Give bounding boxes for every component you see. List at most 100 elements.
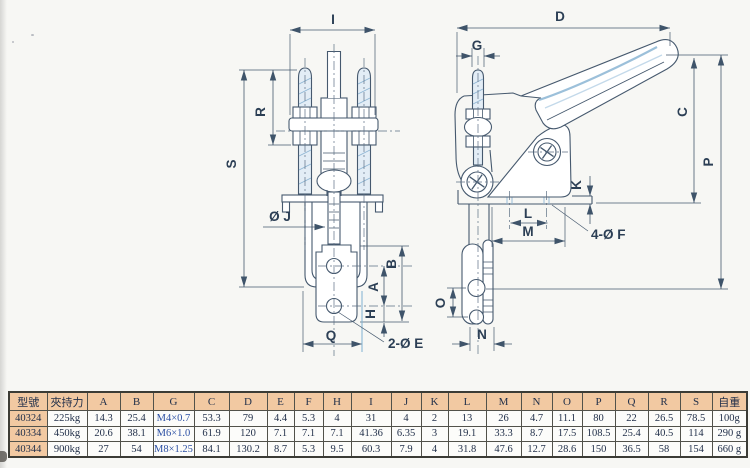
cell: 38.1 <box>119 425 154 443</box>
dim-label-B: B <box>384 259 399 269</box>
cell: 4.4 <box>266 410 295 427</box>
cell: 130.2 <box>228 441 268 458</box>
cell: 150 <box>581 441 616 458</box>
cell: 7.1 <box>322 425 352 443</box>
cell: 8.7 <box>520 425 553 443</box>
cell: 14.3 <box>86 410 121 427</box>
cell: 41.36 <box>350 425 392 443</box>
cell: 25.4 <box>119 410 154 427</box>
dim-label-C: C <box>675 107 690 117</box>
cell: 36.5 <box>614 441 649 458</box>
cell: 25.4 <box>614 425 649 443</box>
cell: 5.3 <box>293 441 324 458</box>
header-F: F <box>293 391 324 411</box>
cell: 31 <box>350 410 392 427</box>
cell: 19.1 <box>447 425 487 443</box>
front-view: I S R Ø J B A H Q 2-Ø E <box>224 12 423 356</box>
cell: 11.1 <box>551 410 583 427</box>
header-I: I <box>350 391 392 411</box>
cell: 7.1 <box>266 425 295 443</box>
cell: 120 <box>228 425 268 443</box>
cell: 225kg <box>46 410 88 427</box>
header-model: 型號 <box>8 391 48 411</box>
cell: 108.5 <box>581 425 616 443</box>
scan-corner-mark <box>0 451 7 462</box>
cell: 78.5 <box>679 410 713 427</box>
header-S: S <box>679 391 713 411</box>
cell: 47.6 <box>485 441 522 458</box>
header-O: O <box>551 391 583 411</box>
cell: 40344 <box>8 441 48 458</box>
cell: 40334 <box>8 425 48 443</box>
cell: 26.5 <box>647 410 681 427</box>
cell: 22 <box>614 410 649 427</box>
cell: 20.6 <box>86 425 121 443</box>
header-J: J <box>390 391 422 411</box>
cell: 31.8 <box>447 441 487 458</box>
header-P: P <box>581 391 616 411</box>
side-view: D G C P K L M 4-Ø F O N <box>433 9 728 356</box>
header-K: K <box>420 391 449 411</box>
cell: M4×0.7 <box>152 410 195 427</box>
cell: 3 <box>420 425 449 443</box>
scan-edge-shadow <box>0 0 7 468</box>
header-N: N <box>520 391 553 411</box>
dim-label-4OF: 4-Ø F <box>591 227 626 242</box>
dim-label-H: H <box>363 309 378 319</box>
dim-label-S: S <box>224 159 239 168</box>
dim-label-P: P <box>701 157 716 166</box>
header-H: H <box>322 391 352 411</box>
cell: 40324 <box>8 410 48 427</box>
header-D: D <box>228 391 268 411</box>
header-Q: Q <box>614 391 649 411</box>
cell: 5.3 <box>293 410 324 427</box>
technical-drawing: I S R Ø J B A H Q 2-Ø E <box>224 9 728 356</box>
cell: 84.1 <box>193 441 230 458</box>
dim-label-2OE: 2-Ø E <box>388 336 423 351</box>
header-clamping-force: 夾持力 <box>46 391 88 411</box>
dim-label-R: R <box>253 107 268 117</box>
cell: 2 <box>420 410 449 427</box>
cell: 54 <box>119 441 154 458</box>
spec-table: 型號 夾持力 A B G C D E F H I J K L M N O P Q… <box>8 391 748 459</box>
dim-label-L: L <box>524 206 532 221</box>
cell: 17.5 <box>551 425 583 443</box>
cell: 154 <box>679 441 713 458</box>
cell: 4.7 <box>520 410 553 427</box>
cell: 33.3 <box>485 425 522 443</box>
dim-label-A: A <box>366 282 381 292</box>
dim-label-I: I <box>331 12 335 27</box>
cell: M8×1.25 <box>152 441 195 458</box>
cell: 4 <box>322 410 352 427</box>
scan-speck <box>31 34 34 36</box>
header-A: A <box>86 391 121 411</box>
header-weight: 自重 <box>711 391 748 411</box>
cell: 9.5 <box>322 441 352 458</box>
cell: 13 <box>447 410 487 427</box>
scan-speck <box>12 41 14 43</box>
cell: 290 g <box>711 425 748 443</box>
dim-label-M: M <box>522 224 533 239</box>
cell: 4 <box>420 441 449 458</box>
cell: 53.3 <box>193 410 230 427</box>
cell: 114 <box>679 425 713 443</box>
header-L: L <box>447 391 487 411</box>
dim-label-Q: Q <box>326 328 337 343</box>
header-C: C <box>193 391 230 411</box>
cell: M6×1.0 <box>152 425 195 443</box>
cell: 28.6 <box>551 441 583 458</box>
cell: 61.9 <box>193 425 230 443</box>
cell: 26 <box>485 410 522 427</box>
dim-label-D: D <box>555 9 565 24</box>
cell: 4 <box>390 410 422 427</box>
cell: 660 g <box>711 441 748 458</box>
cell: 8.7 <box>266 441 295 458</box>
header-M: M <box>485 391 522 411</box>
dim-label-O: O <box>433 298 448 309</box>
cell: 80 <box>581 410 616 427</box>
cell: 7.9 <box>390 441 422 458</box>
